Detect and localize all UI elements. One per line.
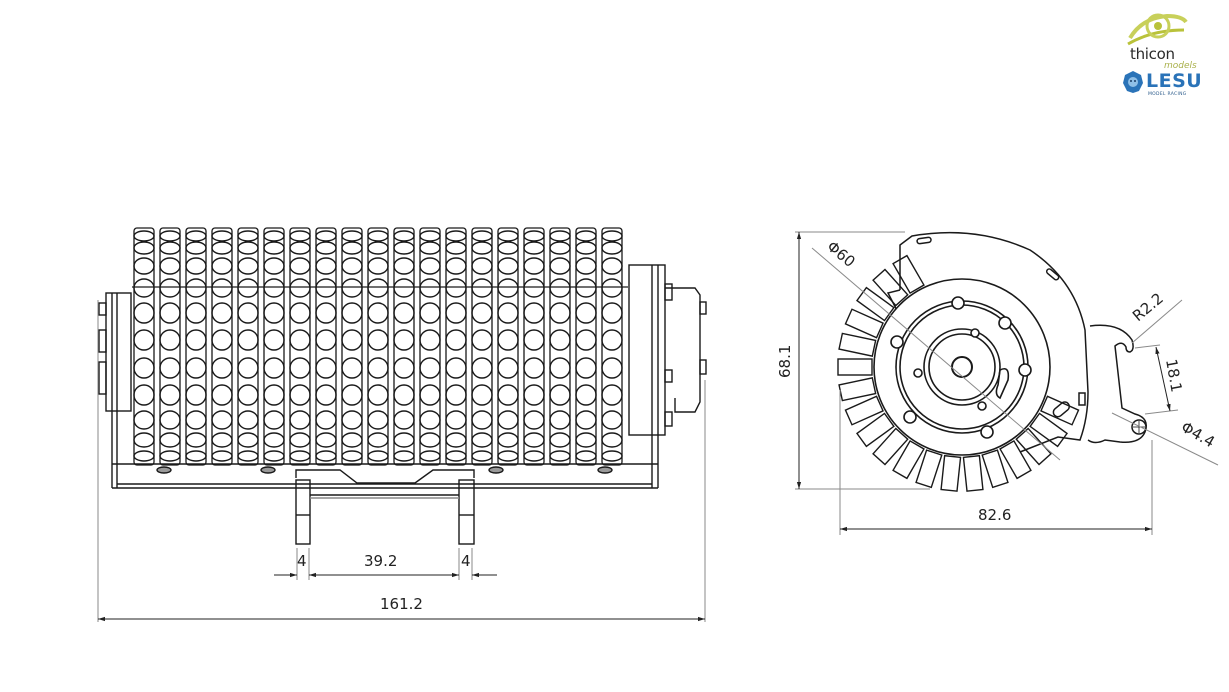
lesu-logo-text: LESU [1146, 70, 1203, 92]
leg-width-left-label: 4 [297, 552, 307, 570]
hub [873, 278, 1051, 456]
drum-diameter-label: Φ60 [823, 237, 858, 271]
overall-length-label: 161.2 [380, 595, 423, 613]
side-view-dimensions [97, 300, 706, 622]
width-label: 82.6 [978, 506, 1011, 524]
sprocket-teeth [837, 254, 1080, 492]
leg-width-right-label: 4 [461, 552, 471, 570]
base-frame [112, 463, 658, 489]
lesu-sub-text: MODEL RACING [1148, 92, 1187, 97]
end-view: Φ60 68.1 82.6 R2.2 18.1 Φ4.4 [776, 231, 1219, 535]
end-view-dimensions [795, 231, 1219, 535]
thicon-models-text: models [1164, 61, 1197, 71]
thicon-gear-icon [1127, 13, 1188, 46]
hook-arm [1087, 324, 1147, 444]
left-end-plate [98, 292, 132, 488]
roller-drum [132, 227, 628, 466]
leg-spacing-label: 39.2 [364, 552, 397, 570]
right-end-plate [628, 264, 707, 488]
mounting-bracket [295, 469, 475, 545]
thicon-logo-text: thicon [1130, 45, 1175, 63]
pin-hole-diameter-label: Φ4.4 [1178, 418, 1218, 451]
brand-logos: thicon models LESU MODEL RACING [1112, 8, 1224, 103]
cover-plate [886, 231, 1089, 453]
hook-radius-label: R2.2 [1129, 289, 1167, 325]
height-label: 68.1 [776, 345, 794, 378]
lion-head-icon [1123, 71, 1143, 93]
hook-spacing-label: 18.1 [1162, 358, 1186, 394]
side-view: 4 39.2 4 161.2 [97, 227, 707, 622]
